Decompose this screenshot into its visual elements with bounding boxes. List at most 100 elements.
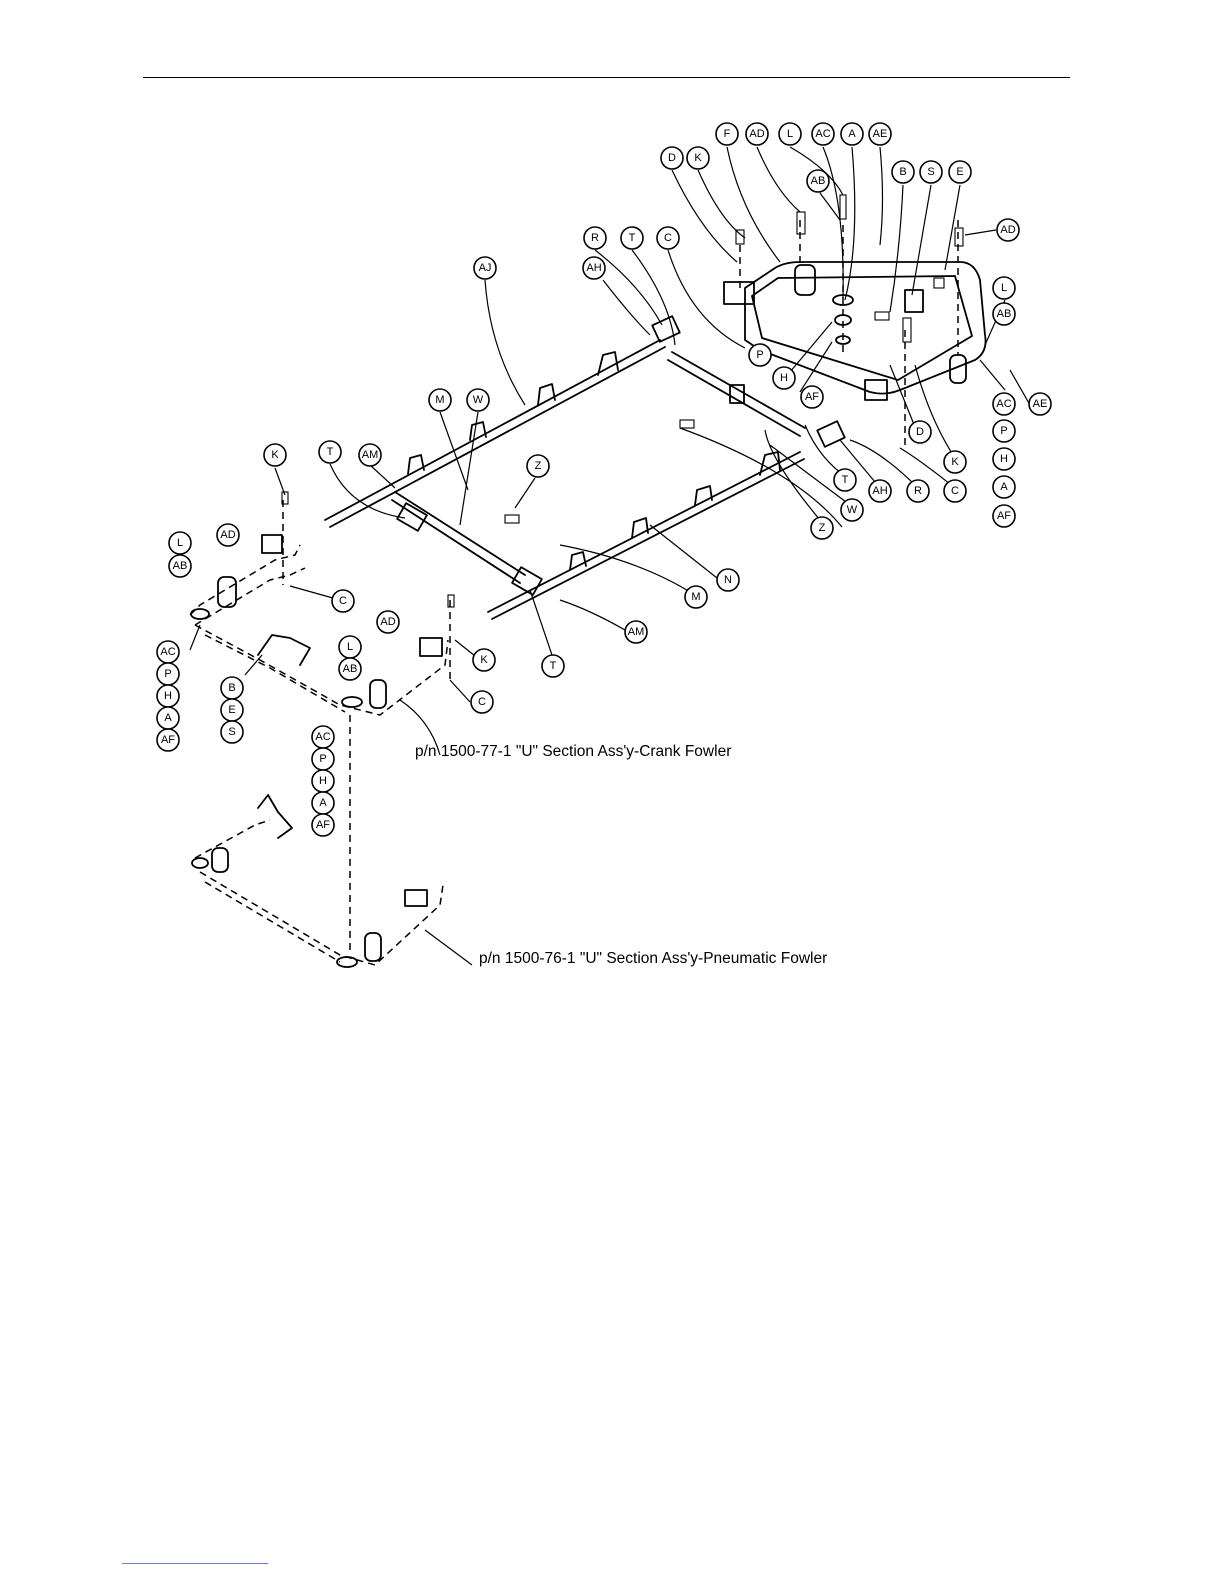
svg-text:L: L [177,537,183,549]
callout-A: A [841,123,863,145]
callout-L: L [339,636,361,658]
callout-AB: AB [993,303,1015,325]
svg-text:Z: Z [535,460,542,472]
svg-text:AB: AB [811,175,826,187]
callout-AJ: AF [993,505,1015,527]
svg-text:P: P [319,753,326,765]
svg-text:M: M [691,591,700,603]
callout-P: AH [583,257,605,279]
svg-text:W: W [847,504,858,516]
callout-AD: AD [217,524,239,546]
svg-text:AC: AC [996,398,1011,410]
svg-text:T: T [842,474,849,486]
callout-E: E [221,699,243,721]
callout-C: C [944,480,966,502]
svg-text:AB: AB [343,663,358,675]
svg-text:AM: AM [628,626,645,638]
callout-AJ: AF [157,729,179,751]
callout-AH: H [312,770,334,792]
callout-AC: AC [993,393,1015,415]
callout-R: R [584,227,606,249]
callout-Z: Z [811,517,833,539]
callout-S: S [221,721,243,743]
callout-D: D [909,421,931,443]
callout-AM: AM [625,621,647,643]
svg-text:P: P [756,349,763,361]
svg-text:A: A [848,128,856,140]
svg-text:AH: AH [872,485,887,497]
svg-text:AJ: AJ [479,262,492,274]
callout-D: D [661,147,683,169]
callout-AH: H [993,448,1015,470]
svg-text:F: F [724,128,731,140]
callout-AD: AD [997,219,1019,241]
callout-E: E [949,161,971,183]
svg-text:AD: AD [220,529,235,541]
callout-A: A [157,707,179,729]
svg-text:A: A [164,712,172,724]
callout-AJ: AF [312,814,334,836]
svg-text:A: A [319,797,327,809]
svg-text:AH: AH [586,262,601,274]
callout-A: A [312,792,334,814]
callout-balloons: F AD L AC A AE D K AB B S E AD L AB AE A… [157,123,1051,836]
caption-crank-fowler: p/n 1500-77-1 "U" Section Ass'y-Crank Fo… [415,743,731,761]
callout-C: C [471,691,493,713]
leader-lines [190,147,1030,965]
svg-text:AB: AB [997,308,1012,320]
callout-AC: AC [812,123,834,145]
svg-text:P: P [164,668,171,680]
callout-M: M [429,389,451,411]
svg-text:M: M [435,394,444,406]
callout-AB: AB [807,170,829,192]
callout-AC: AC [157,641,179,663]
svg-text:H: H [780,372,788,384]
hardware [282,195,963,607]
callout-S: S [920,161,942,183]
callout-AM: AM [359,444,381,466]
callout-AJ: AF [801,386,823,408]
svg-text:H: H [319,775,327,787]
svg-text:C: C [339,595,347,607]
svg-text:AD: AD [1000,224,1015,236]
callout-L: L [993,277,1015,299]
svg-text:K: K [271,449,279,461]
svg-text:N: N [724,574,732,586]
alignment-lines [283,220,958,955]
svg-text:E: E [956,166,963,178]
svg-text:D: D [668,152,676,164]
callout-H: AJ [474,257,496,279]
svg-text:L: L [347,641,353,653]
svg-text:B: B [228,682,235,694]
callout-L: L [779,123,801,145]
callout-AD: AD [746,123,768,145]
svg-text:AC: AC [315,731,330,743]
svg-text:C: C [478,696,486,708]
svg-text:P: P [1000,425,1007,437]
svg-text:L: L [787,128,793,140]
callout-R: R [907,480,929,502]
callout-B: B [221,677,243,699]
svg-text:AF: AF [316,819,330,831]
svg-text:AM: AM [362,449,379,461]
svg-text:AF: AF [161,734,175,746]
svg-text:H: H [1000,453,1008,465]
svg-text:T: T [629,232,636,244]
callout-AF: P [157,663,179,685]
callout-K: K [944,451,966,473]
svg-text:B: B [899,166,906,178]
svg-text:W: W [473,394,484,406]
callout-C: C [332,590,354,612]
callout-B: B [892,161,914,183]
callout-AB: AB [339,658,361,680]
svg-text:AF: AF [805,391,819,403]
callout-AH: H [773,367,795,389]
svg-text:H: H [164,690,172,702]
callout-T: T [542,655,564,677]
svg-text:K: K [694,152,702,164]
footnote-rule [122,1563,268,1564]
svg-text:A: A [1000,481,1008,493]
svg-text:T: T [550,660,557,672]
caption-pneumatic-fowler: p/n 1500-76-1 "U" Section Ass'y-Pneumati… [479,950,827,968]
